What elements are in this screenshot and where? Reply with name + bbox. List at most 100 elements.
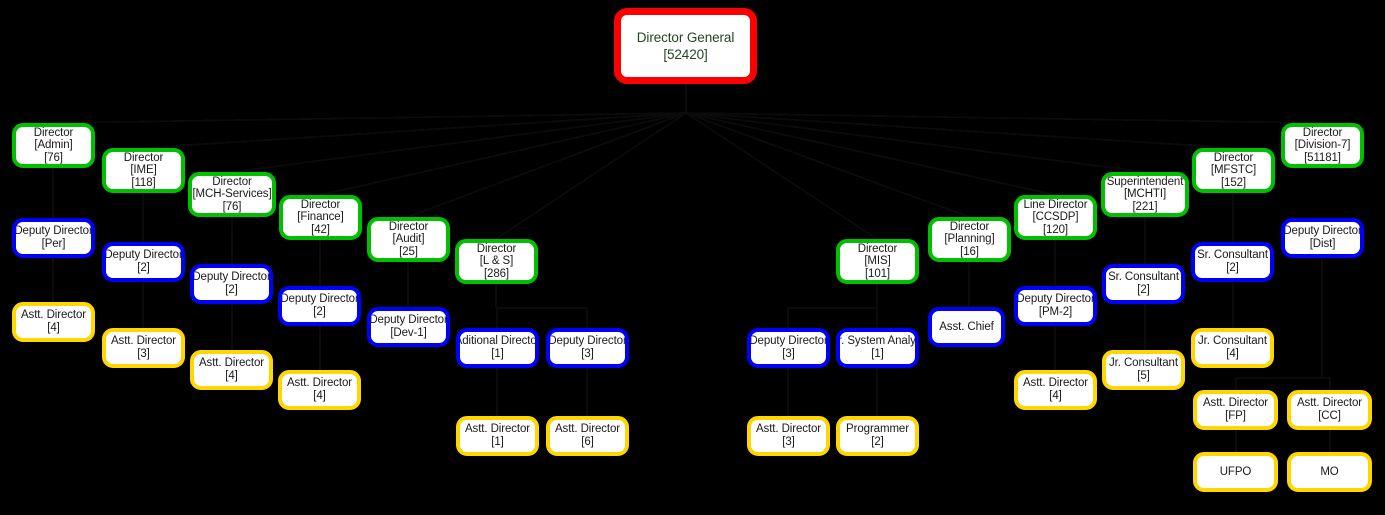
node-title: Asst. Chief bbox=[939, 320, 994, 333]
node-unit: [Finance] bbox=[297, 211, 344, 224]
org-node-ast-cc[interactable]: Astt. Director[CC] bbox=[1287, 390, 1372, 430]
node-title: Superintendent bbox=[1106, 175, 1184, 188]
node-unit: [1] bbox=[491, 348, 504, 360]
node-count: [152] bbox=[1220, 176, 1247, 189]
org-node-dir-mis[interactable]: Director[MIS][101] bbox=[836, 239, 919, 284]
node-unit: [2] bbox=[313, 306, 326, 318]
org-node-dir-div7[interactable]: Director[Division-7][51181] bbox=[1281, 123, 1364, 168]
org-node-programmer[interactable]: Programmer[2] bbox=[836, 416, 919, 456]
org-node-dd-mis[interactable]: Deputy Director[3] bbox=[747, 328, 830, 368]
org-node-ast-mch[interactable]: Astt. Director[4] bbox=[190, 350, 273, 390]
node-title: Astt. Director bbox=[554, 423, 621, 436]
node-count: [221] bbox=[1132, 200, 1158, 213]
org-node-ast-pm2[interactable]: Astt. Director[4] bbox=[1014, 370, 1097, 410]
node-unit: [PM-2] bbox=[1038, 306, 1073, 318]
node-title: Deputy Director bbox=[1016, 293, 1095, 306]
node-unit: [3] bbox=[581, 348, 594, 360]
org-node-root[interactable]: Director General [52420] bbox=[614, 8, 757, 84]
node-title: Deputy Director bbox=[548, 335, 627, 348]
node-count: [52420] bbox=[663, 47, 708, 62]
node-unit: [1] bbox=[871, 348, 884, 360]
org-node-dir-admin[interactable]: Director[Admin][76] bbox=[12, 123, 95, 168]
node-title: Astt. Director bbox=[755, 423, 822, 436]
node-title: Deputy Director bbox=[14, 225, 93, 238]
node-unit: [MCH-Services] bbox=[192, 188, 272, 201]
node-title: Deputy Director bbox=[749, 335, 828, 348]
org-node-ast-fp[interactable]: Astt. Director[FP] bbox=[1193, 390, 1278, 430]
org-node-dir-mch[interactable]: Director[MCH-Services][76] bbox=[188, 172, 276, 217]
node-title: Deputy Director bbox=[192, 271, 271, 284]
org-node-dir-ccsdp[interactable]: Line Director[CCSDP][120] bbox=[1014, 195, 1097, 240]
org-node-dir-finance[interactable]: Director[Finance][42] bbox=[279, 195, 362, 240]
org-node-ast-mis3[interactable]: Astt. Director[3] bbox=[747, 416, 830, 456]
org-node-ad-ls[interactable]: Aditional Director[1] bbox=[456, 328, 539, 368]
org-node-ast-ls6[interactable]: Astt. Director[6] bbox=[546, 416, 629, 456]
node-unit: [5] bbox=[1137, 370, 1150, 382]
node-title: Astt. Director bbox=[1022, 377, 1089, 390]
node-count: [51181] bbox=[1304, 151, 1341, 164]
org-node-sc-mfstc[interactable]: Sr. Consultant[2] bbox=[1191, 242, 1274, 282]
org-node-dir-planning[interactable]: Director[Planning][16] bbox=[928, 217, 1011, 262]
node-title: Astt. Director bbox=[110, 335, 177, 348]
org-node-ast-finance[interactable]: Astt. Director[4] bbox=[278, 370, 361, 410]
node-unit: [2] bbox=[225, 284, 238, 296]
node-unit: [Division-7] bbox=[1294, 139, 1351, 152]
node-title: Astt. Director bbox=[20, 309, 87, 322]
org-node-ast-ime[interactable]: Astt. Director[3] bbox=[102, 328, 185, 368]
node-title: Deputy Director bbox=[1283, 225, 1362, 238]
node-title: Deputy Director bbox=[280, 293, 359, 306]
node-unit: [MIS] bbox=[864, 255, 891, 268]
node-title: Sr. System Analyst bbox=[838, 335, 916, 348]
node-title: Director bbox=[476, 242, 517, 255]
node-count: [42] bbox=[311, 223, 330, 236]
org-node-dd-finance[interactable]: Deputy Director[2] bbox=[278, 286, 361, 326]
org-node-sc-mchti[interactable]: Sr. Consultant[2] bbox=[1102, 264, 1185, 304]
org-node-jc-mchti[interactable]: Jr. Consultant[5] bbox=[1102, 350, 1185, 390]
org-node-mo[interactable]: MO bbox=[1287, 452, 1372, 492]
node-title: Deputy Director bbox=[369, 314, 448, 327]
org-node-asst-chief[interactable]: Asst. Chief bbox=[928, 307, 1005, 347]
node-unit: [2] bbox=[137, 262, 150, 274]
node-unit: [1] bbox=[491, 436, 504, 448]
org-node-ufpo[interactable]: UFPO bbox=[1193, 452, 1278, 492]
org-node-dir-audit[interactable]: Director[Audit][25] bbox=[367, 217, 450, 262]
node-title: Astt. Director bbox=[286, 377, 353, 390]
node-title: Director bbox=[212, 175, 252, 188]
node-title: Director bbox=[1302, 126, 1343, 139]
node-title: Aditional Director bbox=[456, 335, 539, 348]
node-unit: [2] bbox=[1226, 262, 1239, 274]
org-node-dd-pm2[interactable]: Deputy Director[PM-2] bbox=[1014, 286, 1097, 326]
org-node-dd-dist[interactable]: Deputy Director[Dist] bbox=[1281, 218, 1364, 258]
org-node-dd-mch[interactable]: Deputy Director[2] bbox=[190, 264, 273, 304]
node-unit: [Audit] bbox=[392, 233, 425, 246]
node-unit: [Dev-1] bbox=[390, 327, 427, 339]
node-unit: [Dist] bbox=[1309, 238, 1336, 250]
org-node-ssa-mis[interactable]: Sr. System Analyst[1] bbox=[836, 328, 919, 368]
org-node-ast-ls1[interactable]: Astt. Director[1] bbox=[456, 416, 539, 456]
node-count: [101] bbox=[864, 267, 891, 280]
org-node-dd-ls[interactable]: Deputy Director[3] bbox=[546, 328, 629, 368]
org-node-jc-mfstc[interactable]: Jr. Consultant[4] bbox=[1191, 328, 1274, 368]
node-count: [76] bbox=[44, 151, 63, 164]
org-node-dd-ime[interactable]: Deputy Director[2] bbox=[102, 242, 185, 282]
node-title: UFPO bbox=[1219, 465, 1252, 478]
node-unit: [2] bbox=[1137, 284, 1150, 296]
node-count: [16] bbox=[960, 245, 979, 258]
node-title: Director General bbox=[636, 30, 735, 45]
node-unit: [MFSTC] bbox=[1210, 164, 1257, 177]
org-node-dir-mfstc[interactable]: Director[MFSTC][152] bbox=[1192, 148, 1275, 193]
org-node-dir-ime[interactable]: Director[IME][118] bbox=[102, 148, 185, 193]
org-node-dd-per[interactable]: Deputy Director[Per] bbox=[12, 218, 95, 258]
node-unit: [Admin] bbox=[34, 139, 73, 152]
node-title: Astt. Director bbox=[1202, 397, 1269, 410]
node-unit: [4] bbox=[313, 390, 326, 402]
node-title: Director bbox=[123, 151, 164, 164]
org-node-dir-mchti[interactable]: Superintendent[MCHTI][221] bbox=[1101, 172, 1189, 217]
node-unit: [4] bbox=[1226, 348, 1239, 360]
org-node-dd-dev1[interactable]: Deputy Director[Dev-1] bbox=[367, 307, 450, 347]
node-title: Programmer bbox=[846, 423, 909, 436]
org-node-ast-admin[interactable]: Astt. Director[4] bbox=[12, 302, 95, 342]
node-count: [120] bbox=[1042, 223, 1069, 236]
org-node-dir-ls[interactable]: Director[L & S][286] bbox=[455, 239, 538, 284]
